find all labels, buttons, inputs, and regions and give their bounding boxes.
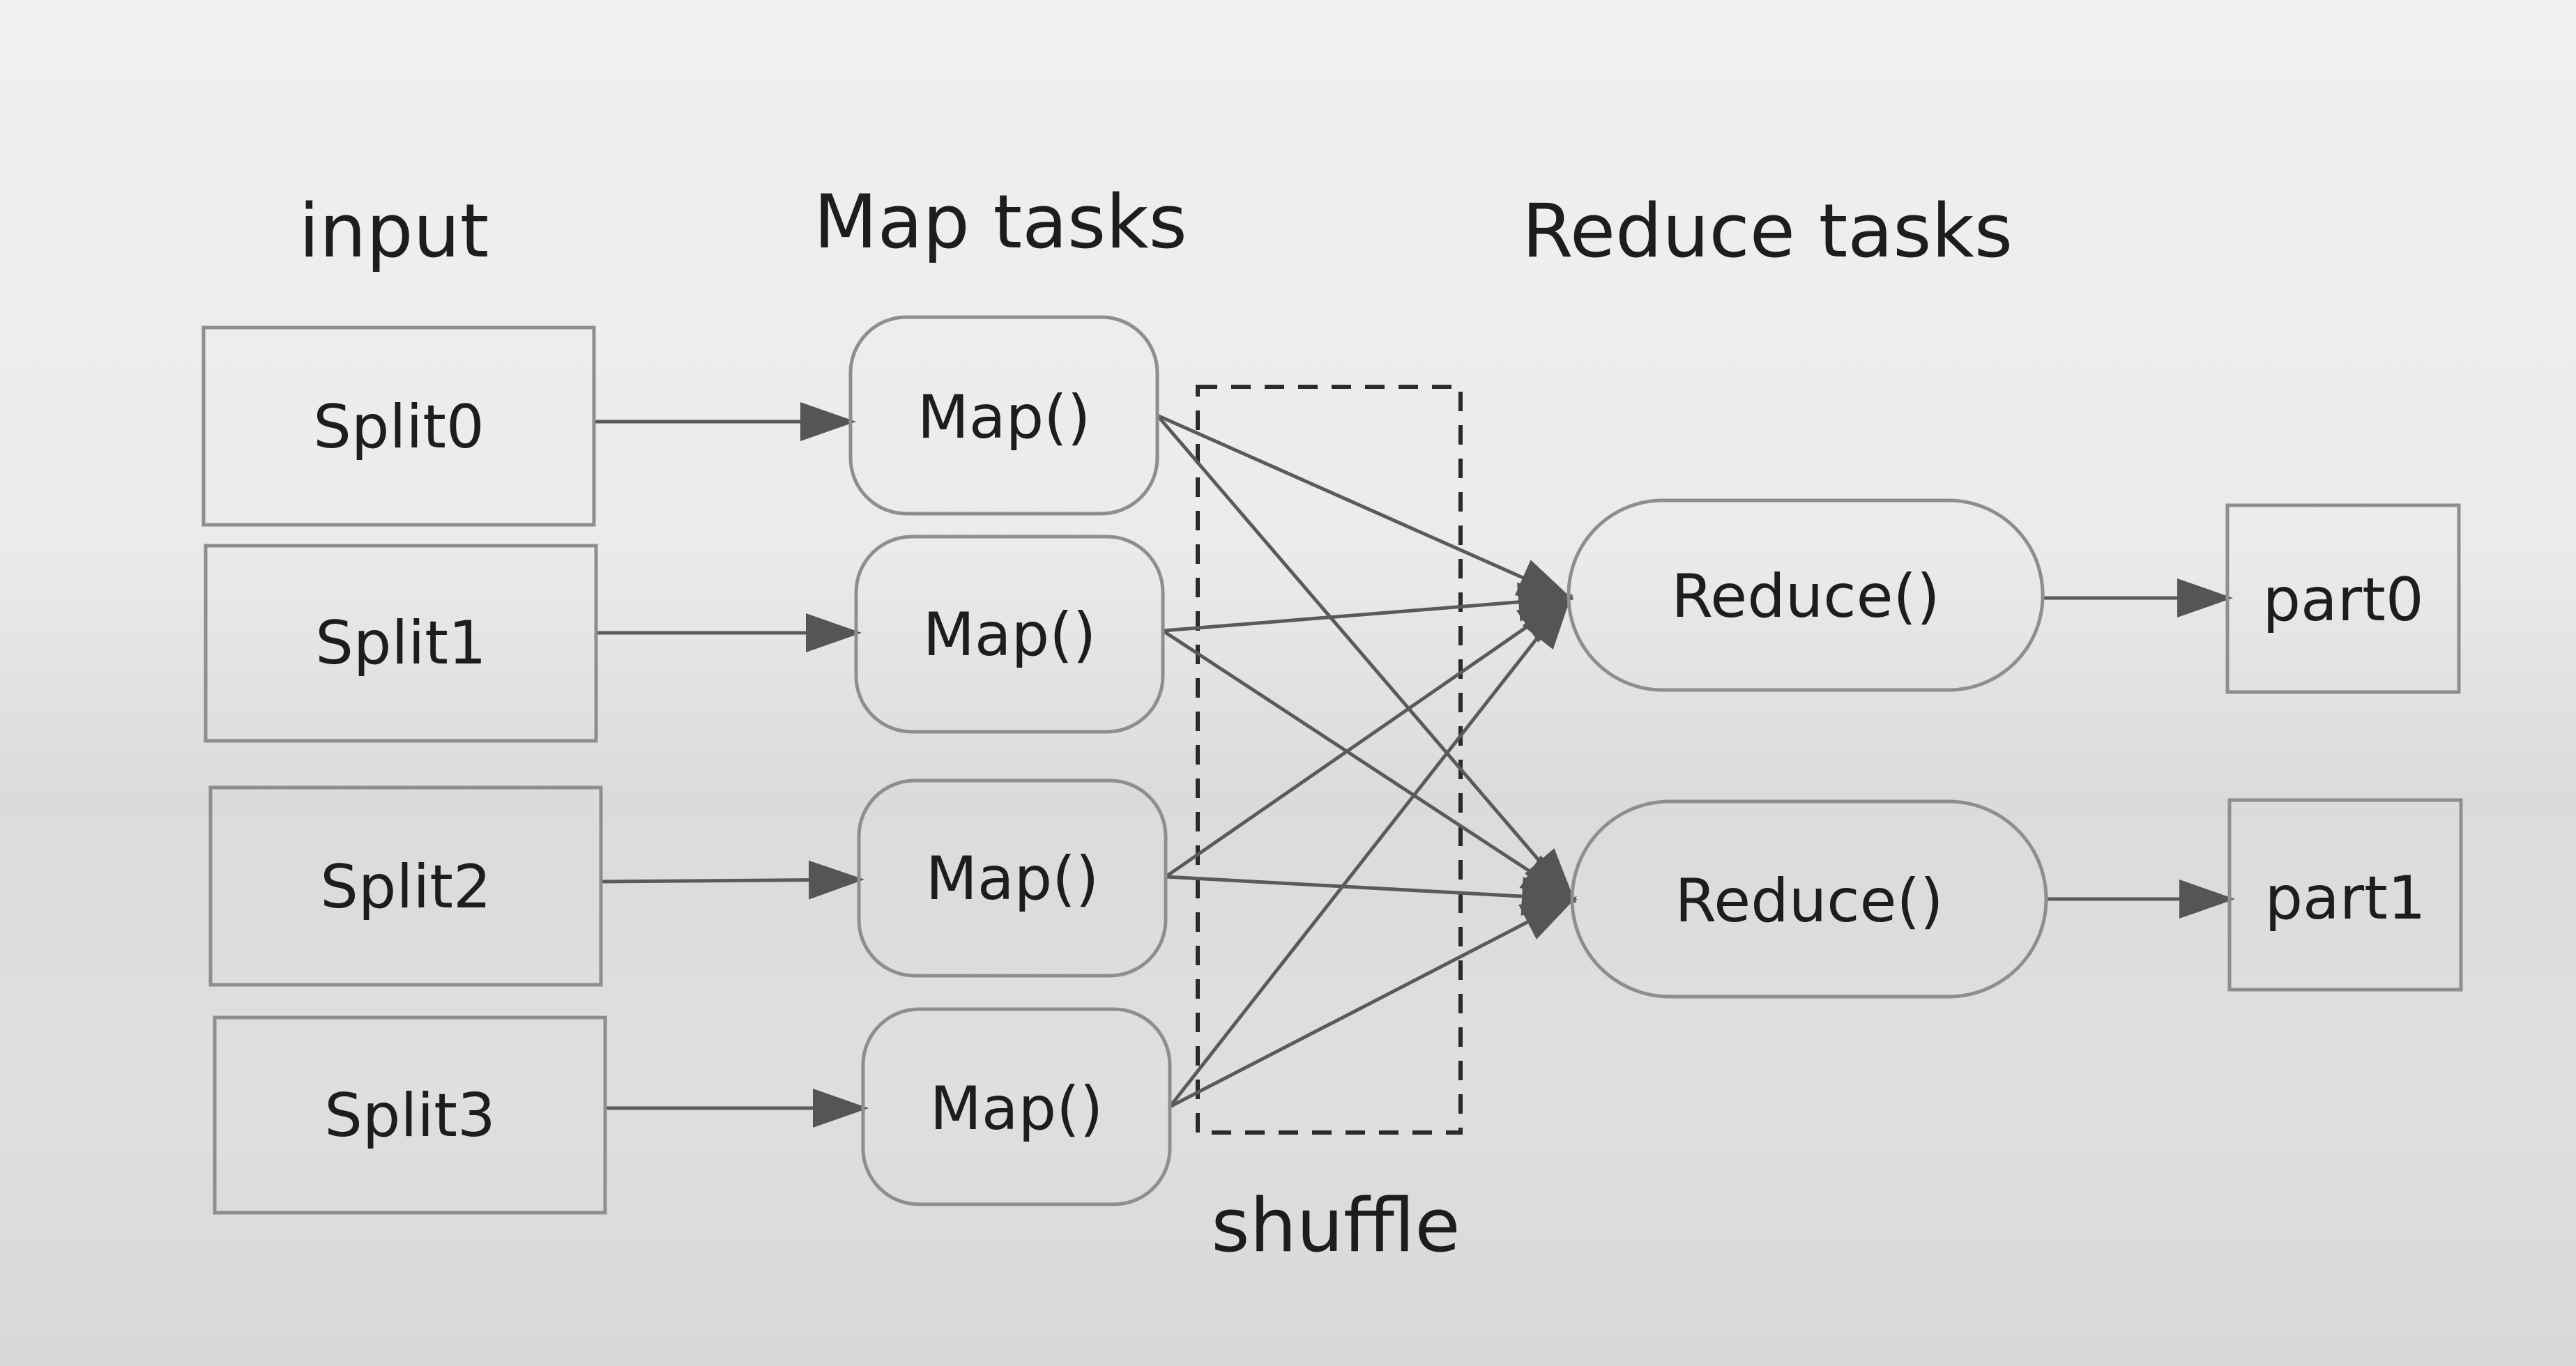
split-label: Split2 xyxy=(320,852,491,922)
split-to-map-arrow xyxy=(600,860,864,900)
map-to-reduce-arrow xyxy=(1156,414,1576,904)
map-node: Map() xyxy=(848,315,1159,516)
shuffle-region xyxy=(1196,385,1463,1135)
map-node: Map() xyxy=(857,778,1168,978)
split-box xyxy=(213,1015,607,1215)
reduce-node: Reduce() xyxy=(1570,799,2048,999)
part-node: part1 xyxy=(2227,798,2463,992)
map-node: Map() xyxy=(854,535,1165,734)
split-box xyxy=(208,785,603,987)
part-box xyxy=(2225,503,2461,694)
map-node: Map() xyxy=(861,1007,1172,1206)
map-label: Map() xyxy=(930,1074,1104,1144)
edges-layer xyxy=(594,402,2235,1128)
reduce-box xyxy=(1567,498,2045,692)
map-label: Map() xyxy=(917,383,1091,452)
split-box xyxy=(204,544,598,743)
split-label: Split0 xyxy=(313,392,484,462)
part-node: part0 xyxy=(2225,503,2461,694)
map-to-reduce-arrow xyxy=(1162,582,1574,633)
split-node: Split0 xyxy=(201,325,596,527)
split-label: Split3 xyxy=(324,1081,495,1151)
map-box xyxy=(861,1007,1172,1206)
map-to-reduce-arrow xyxy=(1168,896,1578,1109)
header-input: input xyxy=(299,188,489,274)
part-label: part0 xyxy=(2262,565,2423,635)
split-node: Split2 xyxy=(208,785,603,987)
header-map-tasks: Map tasks xyxy=(814,179,1187,265)
map-to-reduce-arrow xyxy=(1156,413,1574,601)
shuffle-label: shuffle xyxy=(1211,1183,1460,1268)
map-label: Map() xyxy=(923,600,1097,670)
split-node: Split3 xyxy=(213,1015,607,1215)
part-box xyxy=(2227,798,2463,992)
map-box xyxy=(848,315,1159,516)
split-label: Split1 xyxy=(315,608,486,678)
map-to-reduce-arrow xyxy=(1161,629,1577,903)
reduce-box xyxy=(1570,799,2048,999)
split-node: Split1 xyxy=(204,544,598,743)
map-box xyxy=(854,535,1165,734)
map-to-reduce-arrow xyxy=(1165,875,1578,916)
split-box xyxy=(201,325,596,527)
map-to-reduce-arrow xyxy=(1168,593,1572,1108)
reduce-label: Reduce() xyxy=(1671,562,1939,631)
map-to-reduce-arrow xyxy=(1164,594,1573,879)
reduce-node: Reduce() xyxy=(1567,498,2045,692)
map-label: Map() xyxy=(926,844,1099,914)
header-reduce-tasks: Reduce tasks xyxy=(1522,188,2013,274)
map-box xyxy=(857,778,1168,978)
part-label: part1 xyxy=(2264,864,2425,933)
reduce-label: Reduce() xyxy=(1675,866,1943,936)
